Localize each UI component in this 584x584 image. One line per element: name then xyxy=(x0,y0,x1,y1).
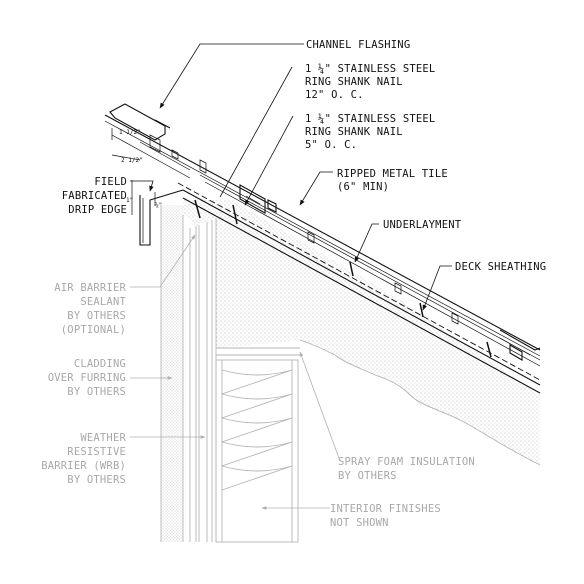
nail-5in xyxy=(232,204,238,225)
label-channel-flashing: CHANNEL FLASHING xyxy=(306,39,410,51)
leaders-gray xyxy=(130,234,341,510)
label-wrb-line3: BARRIER (WRB) xyxy=(41,460,126,472)
label-underlayment: UNDERLAYMENT xyxy=(383,219,462,231)
label-nail-12-line3: 12" O. C. xyxy=(305,89,364,101)
label-air-barrier-line1: AIR BARRIER xyxy=(54,282,126,294)
label-interior-line1: INTERIOR FINISHES xyxy=(330,503,441,515)
label-drip-edge-line2: FABRICATED xyxy=(62,190,127,202)
label-air-barrier-line2: SEALANT xyxy=(80,296,126,308)
spray-foam-insulation xyxy=(183,200,540,465)
dim-2-1-2: 2 1/2" xyxy=(121,157,143,164)
label-ripped-tile-line1: RIPPED METAL TILE xyxy=(337,168,448,180)
label-air-barrier-line3: BY OTHERS xyxy=(67,310,126,322)
label-spray-foam-line2: BY OTHERS xyxy=(338,470,397,482)
dim-1-1-2: 1 1/2" xyxy=(119,129,141,136)
label-air-barrier-line4: (OPTIONAL) xyxy=(61,324,126,336)
label-nail-12-line1: 1 ¼" STAINLESS STEEL xyxy=(305,63,435,75)
label-ripped-tile-line2: (6" MIN) xyxy=(337,181,389,193)
label-cladding-line3: BY OTHERS xyxy=(67,386,126,398)
label-cladding-line1: CLADDING xyxy=(74,358,126,370)
drip-edge xyxy=(139,189,184,246)
label-spray-foam-line1: SPRAY FOAM INSULATION xyxy=(338,456,475,468)
dimension-marks: 1 1/2" 2 1/2" 1" ⅝" xyxy=(111,128,162,215)
label-cladding-line2: OVER FURRING xyxy=(48,372,126,384)
wall-assembly xyxy=(160,205,300,543)
batt-insulation xyxy=(220,369,293,491)
dim-5-8: ⅝" xyxy=(155,202,162,209)
label-nail-5-line3: 5" O. C. xyxy=(305,139,357,151)
label-interior-line2: NOT SHOWN xyxy=(330,517,389,529)
underlayment-layer xyxy=(177,182,541,381)
label-wrb-line1: WEATHER xyxy=(80,432,126,444)
dim-1: 1" xyxy=(126,197,133,204)
label-nail-12-line2: RING SHANK NAIL xyxy=(305,76,403,88)
label-wrb-line2: RESISTIVE xyxy=(67,446,126,458)
nail-12in xyxy=(194,199,201,219)
label-drip-edge-line3: DRIP EDGE xyxy=(68,204,127,216)
leaders-black xyxy=(130,43,452,311)
label-deck-sheathing: DECK SHEATHING xyxy=(455,261,546,273)
stud-bay xyxy=(215,359,299,543)
label-drip-edge-line1: FIELD xyxy=(94,176,127,188)
label-wrb-line4: BY OTHERS xyxy=(67,474,126,486)
cladding-section xyxy=(161,205,183,542)
label-nail-5-line2: RING SHANK NAIL xyxy=(305,126,403,138)
roof-assembly xyxy=(104,103,541,394)
label-nail-5-line1: 1 ¼" STAINLESS STEEL xyxy=(305,113,435,125)
